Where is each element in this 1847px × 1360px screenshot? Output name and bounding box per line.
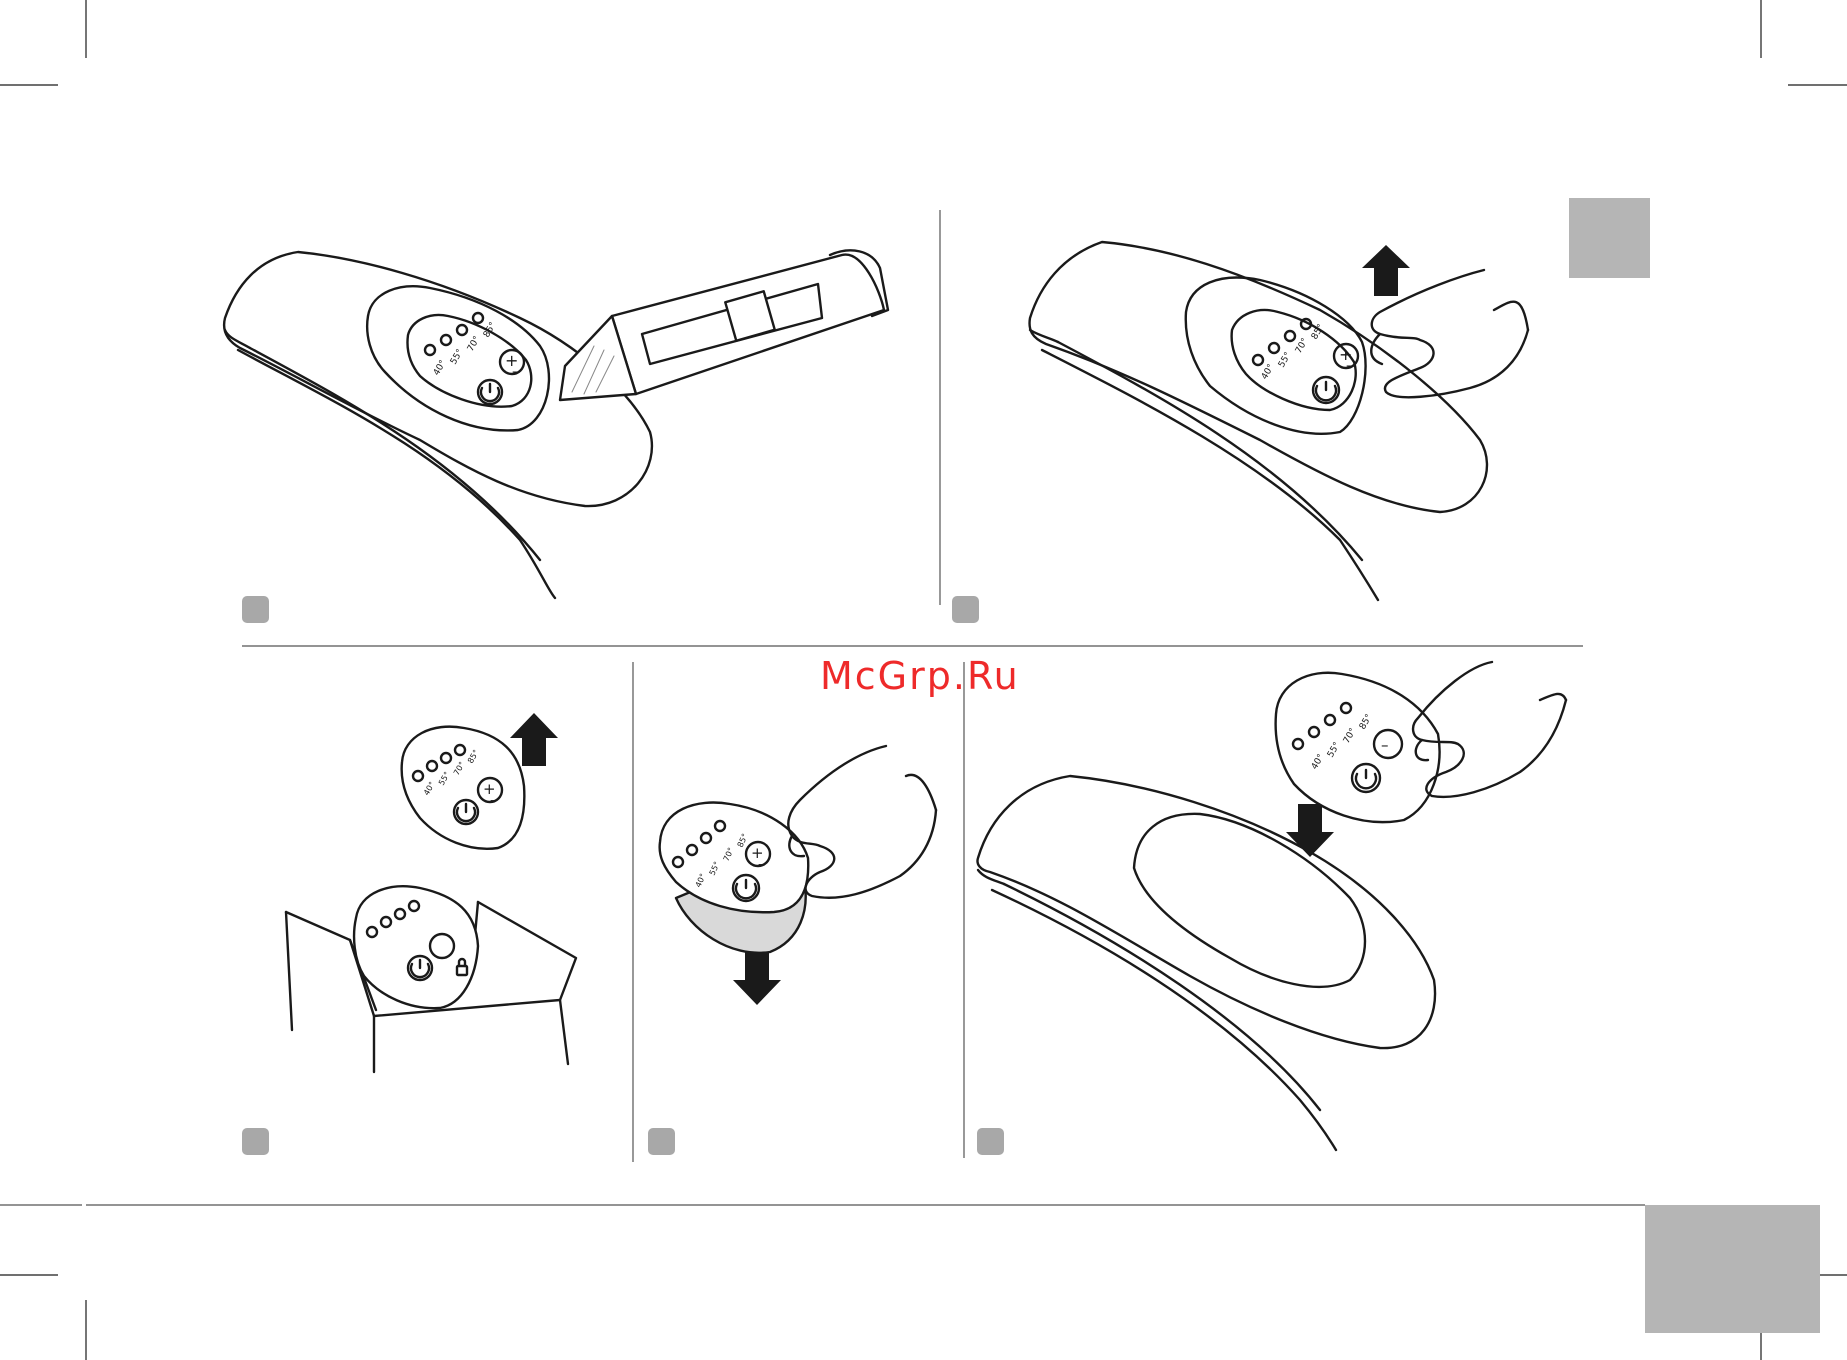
appliance-lid-5 bbox=[978, 776, 1436, 1150]
keypad-recess bbox=[1134, 814, 1365, 987]
arrow-down-icon bbox=[1286, 804, 1334, 857]
keypad-5 bbox=[1276, 673, 1440, 822]
keypad-5-minus: – bbox=[1381, 736, 1389, 754]
watermark-text: McGrp.Ru bbox=[820, 654, 1020, 698]
